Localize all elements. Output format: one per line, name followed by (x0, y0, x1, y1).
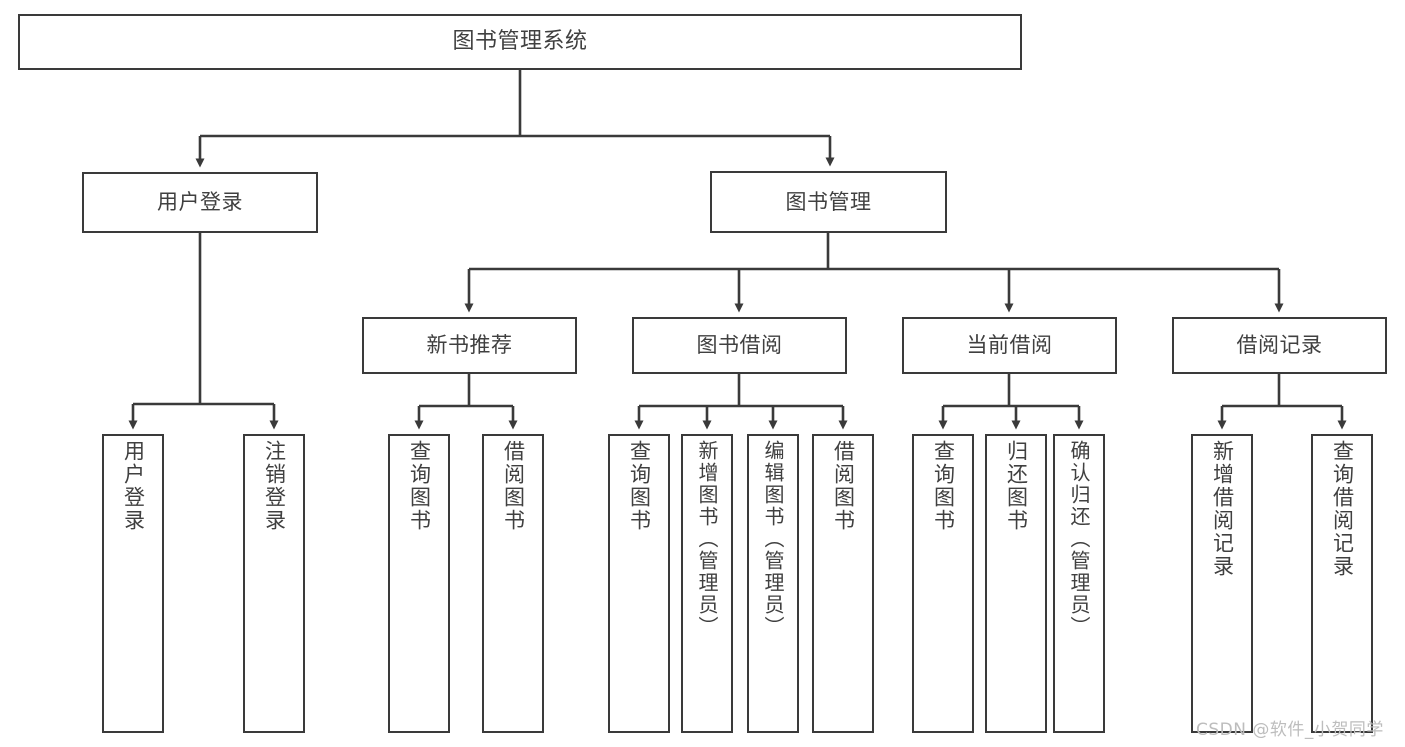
node-leaf-logout[interactable]: 注销登录 (243, 434, 305, 733)
node-leaf-user-login-label: 用户登录 (121, 440, 146, 532)
node-new-book-rec-label: 新书推荐 (426, 333, 513, 358)
node-leaf-query-book-3[interactable]: 查询图书 (912, 434, 974, 733)
node-root-system-label: 图书管理系统 (452, 28, 588, 54)
node-book-manage[interactable]: 图书管理 (710, 171, 947, 233)
node-new-book-rec[interactable]: 新书推荐 (362, 317, 577, 374)
node-leaf-borrow-book-2[interactable]: 借阅图书 (812, 434, 874, 733)
watermark-text: CSDN @软件_小贺同学 (1196, 720, 1384, 740)
node-leaf-borrow-book-2-label: 借阅图书 (831, 440, 856, 532)
node-leaf-return-book[interactable]: 归还图书 (985, 434, 1047, 733)
node-leaf-query-book-2[interactable]: 查询图书 (608, 434, 670, 733)
node-book-borrow-label: 图书借阅 (696, 333, 783, 358)
node-root-system[interactable]: 图书管理系统 (18, 14, 1022, 70)
node-leaf-query-book-3-label: 查询图书 (931, 440, 956, 532)
node-current-borrow[interactable]: 当前借阅 (902, 317, 1117, 374)
node-leaf-query-book-2-label: 查询图书 (627, 440, 652, 532)
node-leaf-confirm-return[interactable]: 确认归还（管理员） (1053, 434, 1105, 733)
node-leaf-confirm-return-label: 确认归还（管理员） (1067, 440, 1091, 638)
node-leaf-logout-label: 注销登录 (262, 440, 287, 532)
node-leaf-add-book[interactable]: 新增图书（管理员） (681, 434, 733, 733)
node-book-borrow[interactable]: 图书借阅 (632, 317, 847, 374)
node-leaf-add-record-label: 新增借阅记录 (1210, 440, 1235, 578)
node-leaf-add-book-label: 新增图书（管理员） (695, 440, 719, 638)
node-leaf-query-record[interactable]: 查询借阅记录 (1311, 434, 1373, 733)
node-borrow-record[interactable]: 借阅记录 (1172, 317, 1387, 374)
node-leaf-query-record-label: 查询借阅记录 (1330, 440, 1355, 578)
node-leaf-edit-book-label: 编辑图书（管理员） (761, 440, 785, 638)
node-book-manage-label: 图书管理 (785, 189, 872, 214)
node-current-borrow-label: 当前借阅 (966, 333, 1053, 358)
node-borrow-record-label: 借阅记录 (1236, 333, 1323, 358)
node-leaf-user-login[interactable]: 用户登录 (102, 434, 164, 733)
node-leaf-edit-book[interactable]: 编辑图书（管理员） (747, 434, 799, 733)
node-leaf-query-book-1-label: 查询图书 (407, 440, 432, 532)
node-leaf-borrow-book-1-label: 借阅图书 (501, 440, 526, 532)
node-leaf-query-book-1[interactable]: 查询图书 (388, 434, 450, 733)
node-user-login-label: 用户登录 (157, 190, 243, 215)
node-leaf-add-record[interactable]: 新增借阅记录 (1191, 434, 1253, 733)
node-leaf-borrow-book-1[interactable]: 借阅图书 (482, 434, 544, 733)
node-leaf-return-book-label: 归还图书 (1004, 440, 1029, 532)
node-user-login[interactable]: 用户登录 (82, 172, 318, 233)
